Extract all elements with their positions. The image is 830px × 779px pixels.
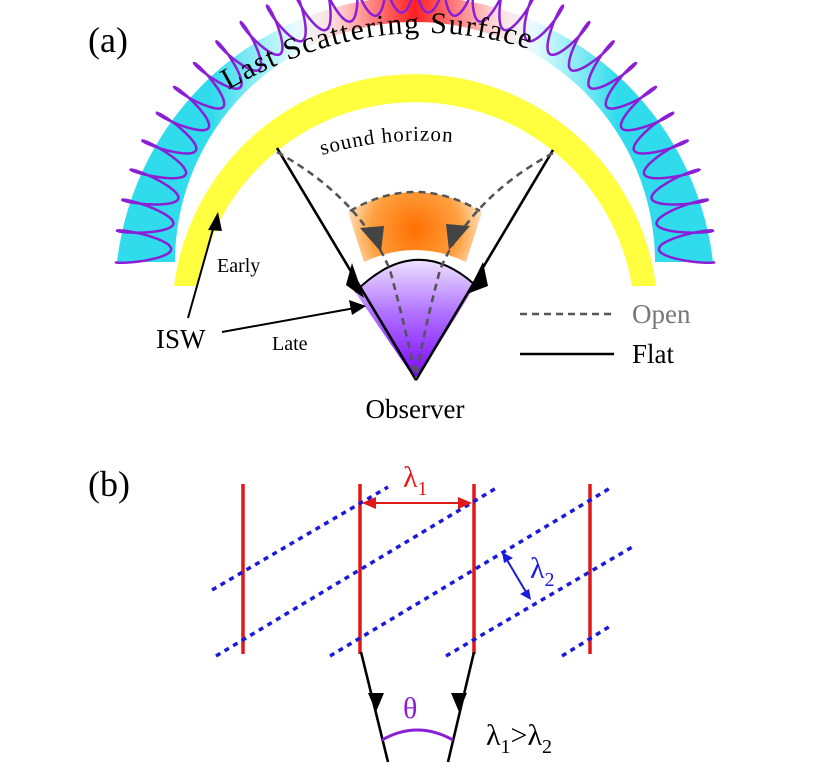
open-arrowhead-right bbox=[446, 224, 470, 250]
flat-arrowhead-right bbox=[467, 262, 488, 294]
open-arrowhead-left bbox=[360, 226, 384, 252]
flat-arrowhead-left bbox=[346, 263, 364, 298]
flat-ray-left bbox=[275, 147, 418, 381]
blue-wavefront-2 bbox=[215, 485, 499, 658]
isw-label: ISW bbox=[156, 324, 206, 354]
legend-open-label: Open bbox=[632, 299, 691, 329]
blue-wavefront-1 bbox=[211, 485, 389, 592]
isw-late-label: Late bbox=[272, 333, 308, 355]
lambda2-label: λ2 bbox=[530, 552, 555, 591]
blue-wavefront-4 bbox=[445, 544, 635, 658]
theta-angle-arc bbox=[381, 728, 454, 742]
panel-b: (b) λ1 λ2 θ λ1>λ2 bbox=[88, 461, 635, 763]
blue-wavefront-5 bbox=[561, 623, 613, 658]
lambda1-label: λ1 bbox=[403, 461, 428, 500]
lambda2-arrow bbox=[506, 559, 527, 593]
isw-early-arrow bbox=[187, 221, 216, 319]
observer-label: Observer bbox=[366, 394, 465, 424]
last-scattering-band bbox=[117, 0, 713, 262]
oscillation-coil bbox=[114, 0, 716, 264]
legend-flat-label: Flat bbox=[632, 339, 675, 369]
legend: Open Flat bbox=[520, 299, 691, 369]
panel-b-label: (b) bbox=[88, 464, 130, 504]
open-ray-left bbox=[276, 150, 418, 379]
sound-horizon-label: sound horizon bbox=[317, 122, 455, 160]
open-ray-right bbox=[414, 151, 554, 379]
theta-label: θ bbox=[403, 692, 417, 725]
panel-a-label: (a) bbox=[88, 20, 128, 60]
panel-a: (a) Last Scattering Surface sound horizo… bbox=[88, 0, 716, 424]
lambda-inequality: λ1>λ2 bbox=[486, 719, 552, 758]
observer-cone bbox=[355, 258, 475, 381]
isw-early-label: Early bbox=[217, 255, 260, 277]
flat-ray-right bbox=[414, 149, 555, 381]
sound-horizon-band bbox=[174, 74, 656, 286]
isw-late-arrow bbox=[221, 307, 356, 333]
blue-wavefront-3 bbox=[329, 485, 613, 658]
